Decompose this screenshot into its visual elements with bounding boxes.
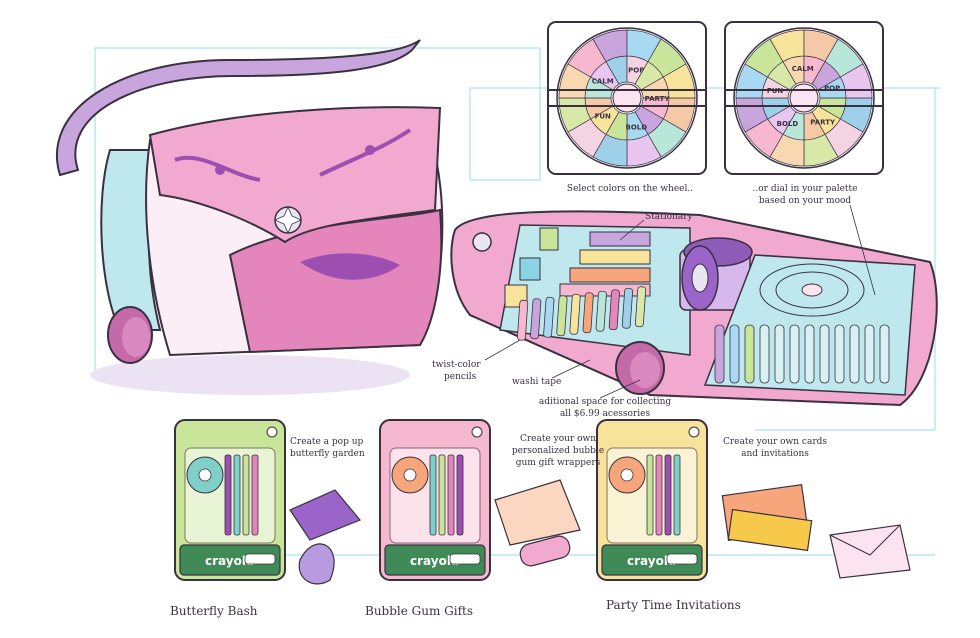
kit2-desc-line3: gum gift wrappers (515, 458, 601, 468)
kit3-desc-line2: and invitations (741, 449, 809, 459)
wheel-word: BOLD (625, 124, 647, 132)
kit-package: crayola (596, 419, 708, 581)
kit3-title: Party Time Invitations (606, 598, 741, 612)
open-case (450, 210, 938, 407)
wheel-word: POP (824, 85, 840, 93)
wheel-word: POP (628, 66, 644, 74)
kit1-desc-line2: butterfly garden (290, 449, 365, 459)
kit-package: crayola (379, 419, 491, 581)
twist-pencils-line2: pencils (444, 372, 477, 382)
crayola-logo: crayola (205, 554, 254, 568)
wheel-word: FUN (595, 113, 611, 121)
kit-packages: crayola crayola crayola (174, 419, 911, 585)
kit2-title: Bubble Gum Gifts (365, 604, 474, 618)
kit1-title: Butterfly Bash (170, 604, 258, 618)
dial-caption-line1: ..or dial in your palette (752, 184, 858, 194)
kit3-desc-line1: Create your own cards (722, 437, 827, 447)
color-wheel-left: PARTY BOLD FUN CALM POP (547, 21, 707, 175)
wheel-word: CALM (792, 65, 814, 73)
kit1-desc-line1: Create a pop up (290, 437, 364, 447)
wheel-word: PARTY (810, 118, 836, 126)
messenger-bag (55, 39, 444, 395)
dial-caption-line2: based on your mood (758, 196, 852, 206)
additional-space-line1: aditional space for collecting (538, 397, 672, 407)
stationary-label: Stationary (645, 212, 693, 222)
kit2-desc-line1: Create your own (519, 434, 597, 444)
additional-space-line2: all $6.99 acessories (559, 409, 651, 419)
kit2-desc-line2: personalized bubble (511, 446, 605, 456)
crayola-logo: crayola (410, 554, 459, 568)
wheel-word: CALM (592, 77, 614, 85)
twist-pencils-line1: twist-color (432, 360, 481, 370)
kit-package: crayola (174, 419, 286, 581)
wheel-word: PARTY (645, 95, 671, 103)
leader-lines (484, 204, 876, 399)
select-wheel-caption: Select colors on the wheel.. (566, 184, 694, 194)
washi-tape-label: washi tape (512, 377, 562, 387)
wheel-word: BOLD (777, 120, 799, 128)
crayola-logo: crayola (627, 554, 676, 568)
